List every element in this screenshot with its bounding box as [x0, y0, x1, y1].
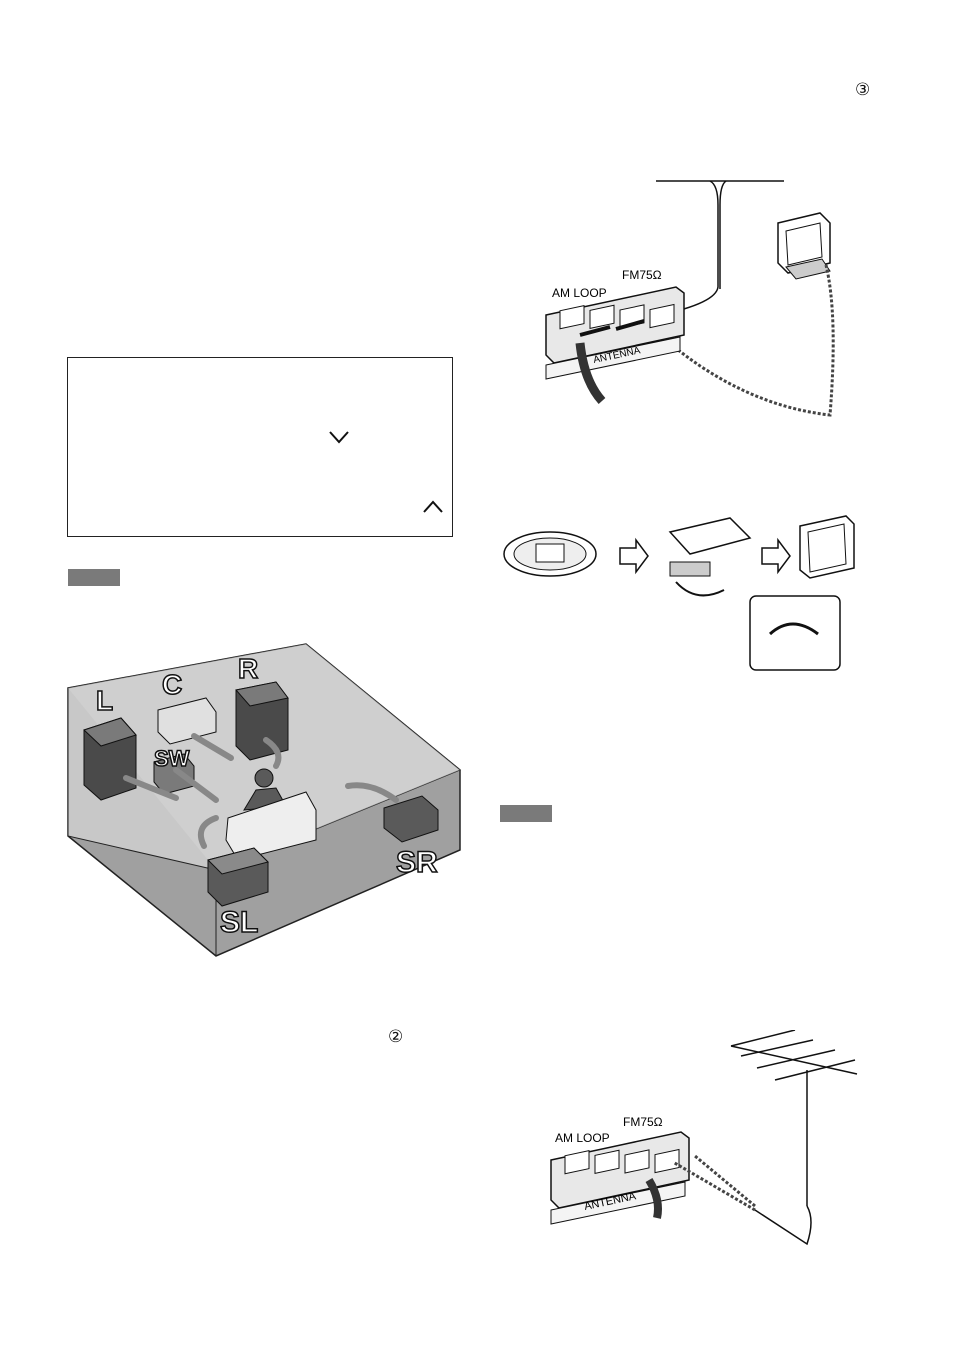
top-fm-label: FM75Ω — [622, 268, 662, 282]
outdoor-fm-antenna-icon — [730, 1030, 858, 1246]
page-marker-2: ② — [388, 1027, 404, 1047]
speaker-surround-right-icon — [383, 795, 439, 843]
label-left: L — [96, 685, 113, 716]
loop-antenna-upright-icon — [749, 515, 855, 671]
down-chevron-icon — [329, 431, 349, 444]
antenna-connection-diagram-bottom: AM LOOP FM75Ω ANTENNA — [550, 1030, 858, 1246]
note-label-bar-right — [500, 805, 552, 822]
loop-antenna-folded-icon — [503, 531, 597, 577]
step-arrow-icon — [619, 537, 649, 575]
up-chevron-icon — [423, 500, 443, 513]
antenna-connection-diagram-top: AM LOOP FM75Ω ANTENNA — [545, 180, 835, 417]
note-label-bar-left — [68, 569, 120, 586]
listener-sofa-icon — [225, 768, 317, 861]
speaker-left-icon — [83, 717, 137, 801]
speaker-right-icon — [235, 681, 289, 761]
note-box — [67, 357, 453, 537]
speaker-placement-diagram: L C R SW SL SR — [67, 643, 461, 957]
speaker-center-icon — [157, 697, 217, 745]
sound-arrows — [123, 733, 399, 849]
loop-antenna-assembly-diagram — [503, 515, 855, 671]
step-arrow-icon-2 — [761, 537, 791, 575]
page-marker-3: ③ — [855, 80, 871, 100]
label-right: R — [238, 653, 258, 684]
top-am-loop-label: AM LOOP — [552, 286, 607, 300]
loop-antenna-stand-icon — [668, 517, 752, 597]
label-surround-right: SR — [396, 846, 438, 879]
bottom-fm-label: FM75Ω — [623, 1115, 663, 1129]
speaker-surround-left-icon — [207, 847, 269, 907]
am-loop-antenna-icon — [777, 212, 831, 280]
label-surround-left: SL — [220, 906, 258, 939]
bottom-am-loop-label: AM LOOP — [555, 1131, 610, 1145]
label-center: C — [162, 669, 182, 700]
label-subwoofer: SW — [154, 746, 190, 771]
